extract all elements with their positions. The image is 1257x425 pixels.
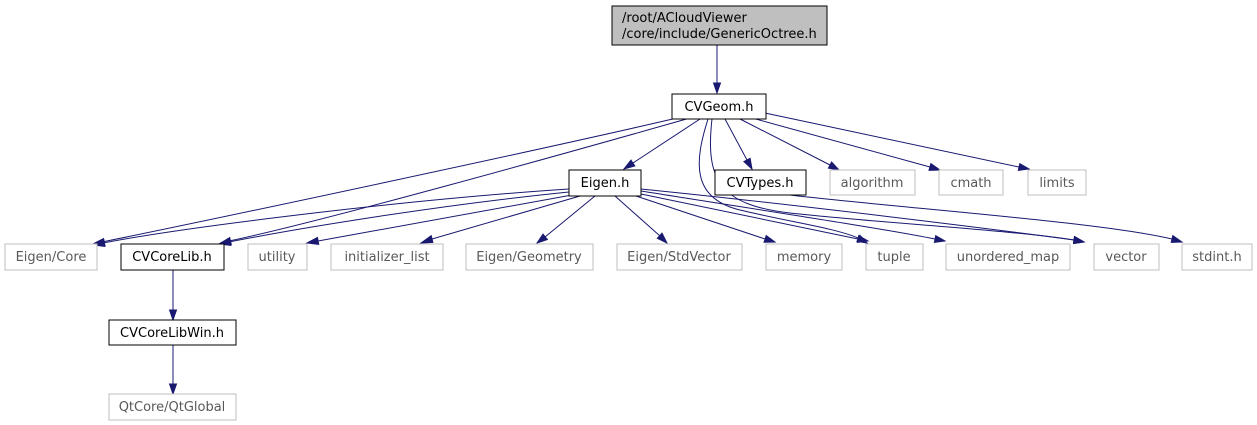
node-eigen-stdvector-label: Eigen/StdVector [627,250,731,265]
node-cvcorelib-label: CVCoreLib.h [132,250,212,265]
edge-arrowhead [763,234,777,243]
node-eigen-core-label: Eigen/Core [16,250,87,265]
edge-eigen-to-memory [635,195,766,240]
node-tuple-label: tuple [877,250,910,265]
edge-cvgeom-to-limits [764,112,1020,168]
node-eigen-geometry-label: Eigen/Geometry [476,250,582,265]
node-vector-label: vector [1105,250,1147,265]
edge-arrowhead [933,234,947,243]
node-cvtypes[interactable]: CVTypes.h [714,169,807,196]
edge-arrowhead [827,161,841,171]
node-unordered-map-label: unordered_map [957,250,1060,265]
node-cmath[interactable]: cmath [938,169,1004,196]
node-stdint[interactable]: stdint.h [1181,243,1253,271]
edge-arrowhead [712,82,722,95]
node-unordered-map[interactable]: unordered_map [945,243,1071,271]
edge-cvtypes-to-stdint [789,194,1173,240]
node-cvcorelibwin-label: CVCoreLibWin.h [120,326,224,341]
edge-eigen-to-unordered-map [640,190,936,240]
edge-arrowhead [1170,234,1184,243]
node-cvcorelibwin[interactable]: CVCoreLibWin.h [108,319,237,346]
edge-arrowhead [622,159,636,170]
edge-eigen-to-vector [640,188,1075,241]
edge-arrowhead [419,234,434,244]
edge-arrowhead [928,162,942,171]
node-root-line1: /root/ACloudViewer [622,11,747,26]
edge-arrowhead [1072,235,1086,245]
node-cvgeom[interactable]: CVGeom.h [671,93,767,120]
node-cmath-label: cmath [950,176,991,191]
node-qtglobal[interactable]: QtCore/QtGlobal [108,393,237,421]
node-limits[interactable]: limits [1027,169,1087,196]
node-utility-label: utility [259,250,296,265]
edge-cvgeom-to-cvcorelib [228,117,691,242]
node-eigen-stdvector[interactable]: Eigen/StdVector [616,243,743,271]
edge-cvgeom-to-cvtypes [724,118,748,161]
node-root-line2: /core/include/GenericOctree.h [622,27,817,42]
edge-arrowhead [1017,162,1031,171]
edge-cvgeom-to-tuple [698,118,859,239]
edge-eigen-to-utility [317,194,573,242]
node-initializer-list[interactable]: initializer_list [330,243,444,271]
node-memory-label: memory [777,250,832,265]
edge-eigen-to-eigen-stdvector [614,195,661,237]
node-limits-label: limits [1039,176,1075,191]
edge-arrowhead [856,234,870,243]
node-cvgeom-label: CVGeom.h [684,100,753,115]
edge-eigen-to-cvcorelib [228,191,570,243]
edge-eigen-to-initializer-list [431,195,581,240]
node-utility[interactable]: utility [247,243,308,271]
edge-arrowhead [168,383,178,396]
edge-cvgeom-to-algorithm [739,118,831,166]
node-eigen-core[interactable]: Eigen/Core [4,243,98,271]
node-root-generic-octree[interactable]: /root/ACloudViewer /core/include/Generic… [611,5,828,46]
node-stdint-label: stdint.h [1192,250,1241,265]
nodes: /root/ACloudViewer /core/include/Generic… [4,5,1253,421]
node-eigen-geometry[interactable]: Eigen/Geometry [465,243,594,271]
edge-arrowhead [656,232,669,245]
node-algorithm[interactable]: algorithm [829,169,916,196]
node-qtglobal-label: QtCore/QtGlobal [119,400,226,415]
edge-cvgeom-to-eigen-core [101,117,678,243]
node-algorithm-label: algorithm [841,176,904,191]
edges [91,45,1184,396]
node-eigen[interactable]: Eigen.h [568,169,642,197]
edge-arrowhead [305,236,320,245]
edge-cvgeom-to-cmath [751,117,931,168]
edge-arrowhead [743,157,753,171]
node-initializer-list-label: initializer_list [344,250,429,265]
node-eigen-label: Eigen.h [581,176,630,191]
edge-cvgeom-to-eigen [632,118,701,164]
edge-eigen-to-eigen-core [102,188,570,244]
node-cvtypes-label: CVTypes.h [727,176,794,191]
node-cvcorelib[interactable]: CVCoreLib.h [120,243,225,271]
node-vector[interactable]: vector [1093,243,1160,271]
edge-arrowhead [535,233,549,244]
node-tuple[interactable]: tuple [865,243,924,271]
edge-arrowhead [168,309,178,322]
edge-eigen-to-tuple [640,193,859,240]
node-memory[interactable]: memory [765,243,843,271]
edge-eigen-to-eigen-geometry [544,195,596,238]
